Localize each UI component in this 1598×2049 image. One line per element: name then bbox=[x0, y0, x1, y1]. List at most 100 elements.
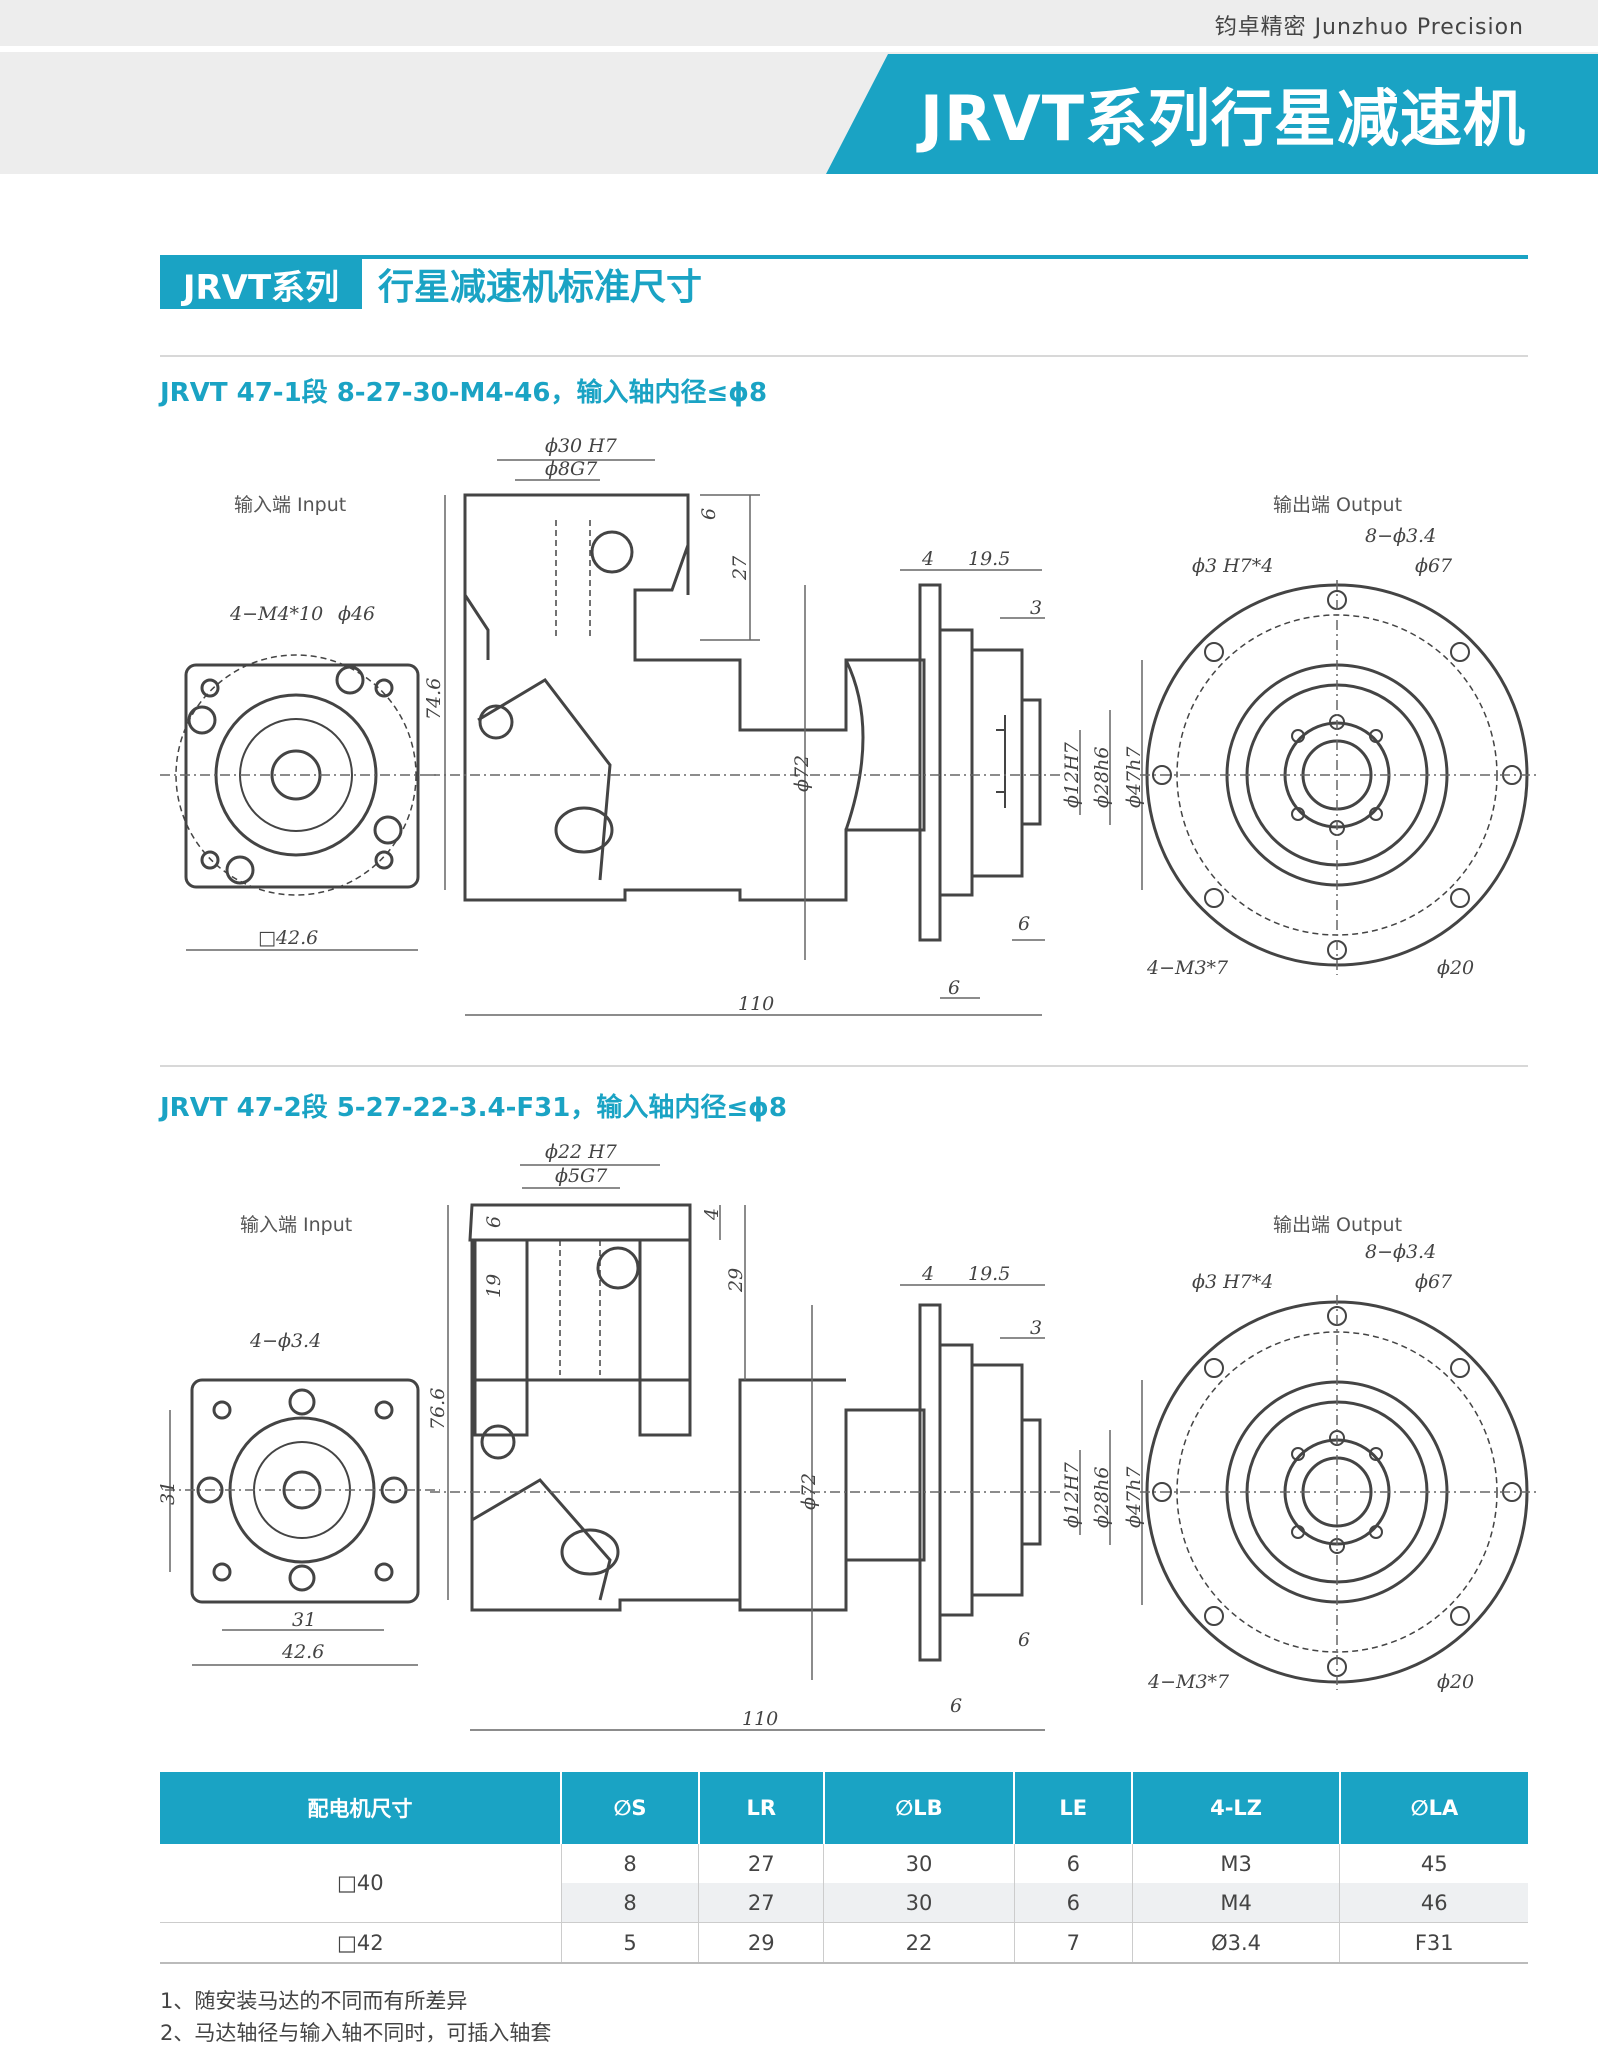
table-cell: 45 bbox=[1420, 1851, 1448, 1876]
spec-table: 配电机尺寸 ∅S LR ∅LB LE 4-LZ ∅LA □40 8 27 30 … bbox=[160, 1772, 1528, 1964]
d1-dim-sq: □42.6 bbox=[258, 927, 318, 949]
d2-dim-12: ϕ12H7 bbox=[1061, 1461, 1083, 1528]
table-cell: F31 bbox=[1339, 1922, 1528, 1964]
table-row: 8 27 30 6 M4 46 bbox=[160, 1883, 1528, 1923]
table-cell: 27 bbox=[698, 1844, 825, 1883]
d1-dim-46: ϕ46 bbox=[338, 603, 375, 625]
d1-dim-20: ϕ20 bbox=[1437, 957, 1474, 979]
d2-gearbox-body bbox=[470, 1240, 926, 1612]
table-cell: 30 bbox=[823, 1883, 1015, 1923]
table-cell: 8 bbox=[561, 1883, 700, 1923]
d1-dim-m3: 4−M3*7 bbox=[1146, 957, 1229, 979]
table-cell: 30 bbox=[823, 1844, 1015, 1883]
table-cell: 6 bbox=[1014, 1883, 1133, 1923]
d2-dim-m3: 4−M3*7 bbox=[1147, 1671, 1230, 1693]
d2-dim-3: 3 bbox=[1030, 1317, 1042, 1339]
d1-dim-28: ϕ28h6 bbox=[1091, 747, 1113, 808]
d1-dim-110: 110 bbox=[738, 993, 774, 1015]
d2-input-flange bbox=[190, 1378, 420, 1604]
d2-dim-3h7: ϕ3 H7*4 bbox=[1192, 1271, 1273, 1293]
table-cell: 22 bbox=[823, 1922, 1015, 1964]
d2-dim-8-34: 8−ϕ3.4 bbox=[1365, 1241, 1436, 1263]
d2-dim-6b: 6 bbox=[950, 1695, 962, 1717]
d2-dim-22h7: ϕ22 H7 bbox=[545, 1141, 618, 1163]
d2-dim-110: 110 bbox=[742, 1708, 778, 1730]
d2-dim-34: 4−ϕ3.4 bbox=[249, 1330, 321, 1352]
d2-dim-5g7: ϕ5G7 bbox=[555, 1165, 608, 1187]
drawing2-subtitle: JRVT 47-2段 5-27-22-3.4-F31，输入轴内径≤ϕ8 bbox=[160, 1093, 787, 1123]
d1-dim-30h7: ϕ30 H7 bbox=[545, 435, 618, 457]
d1-dim-27: 27 bbox=[729, 555, 751, 581]
d2-dim-20: ϕ20 bbox=[1437, 1671, 1474, 1693]
header-le: LE bbox=[1014, 1772, 1134, 1844]
d1-dim-6: 6 bbox=[698, 508, 720, 520]
section-title: 行星减速机标准尺寸 bbox=[378, 267, 703, 308]
table-cell: 46 bbox=[1339, 1883, 1528, 1923]
d2-dim-4: 4 bbox=[701, 1208, 723, 1221]
top-bar bbox=[0, 0, 1598, 46]
table-cell: M3 bbox=[1132, 1844, 1341, 1883]
drawing1-input-label: 输入端 Input bbox=[234, 494, 347, 516]
d2-dim-31v: 31 bbox=[157, 1481, 179, 1505]
table-header-row: 配电机尺寸 ∅S LR ∅LB LE 4-LZ ∅LA bbox=[160, 1772, 1528, 1844]
header-lr: LR bbox=[698, 1772, 825, 1844]
drawing1-technical-drawing: ϕ30 H7 ϕ8G7 6 27 74.6 4−M4*10 ϕ46 □42.6 … bbox=[160, 435, 1540, 1016]
d2-dim-76-6: 76.6 bbox=[427, 1388, 449, 1430]
divider bbox=[160, 1065, 1528, 1067]
d2-dim-67: ϕ67 bbox=[1415, 1271, 1453, 1293]
header-s: ∅S bbox=[561, 1772, 700, 1844]
drawing2-technical-drawing: ϕ22 H7 ϕ5G7 6 4 19 29 76.6 4−ϕ3.4 31 31 … bbox=[157, 1141, 1540, 1731]
table-cell: 27 bbox=[698, 1883, 825, 1923]
d1-dim-47: ϕ47h7 bbox=[1123, 746, 1145, 808]
d1-dim-67: ϕ67 bbox=[1415, 555, 1453, 577]
d2-dim-72: ϕ72 bbox=[798, 1473, 820, 1510]
table-row: □40 8 27 30 6 M3 45 bbox=[160, 1844, 1528, 1923]
d1-dim-19-5: 19.5 bbox=[968, 548, 1010, 570]
divider bbox=[160, 355, 1528, 357]
note-1: 1、随安装马达的不同而有所差异 bbox=[160, 1989, 468, 2013]
motor-size-cell: □40 bbox=[160, 1844, 562, 1923]
motor-size-cell: □42 bbox=[160, 1922, 562, 1964]
drawing1-output-label: 输出端 Output bbox=[1273, 494, 1403, 516]
table-cell: 8 bbox=[561, 1844, 700, 1883]
d1-dim-3h7: ϕ3 H7*4 bbox=[1192, 555, 1273, 577]
d1-dim-74-6: 74.6 bbox=[423, 678, 445, 720]
table-cell: Ø3.4 bbox=[1132, 1922, 1341, 1964]
d2-dim-29: 29 bbox=[725, 1268, 747, 1293]
d2-dim-6a: 6 bbox=[1018, 1629, 1030, 1651]
section-series-label: JRVT系列 bbox=[160, 259, 362, 309]
table-cell: 7 bbox=[1014, 1922, 1133, 1964]
d2-dim-47: ϕ47h7 bbox=[1123, 1466, 1145, 1528]
d1-dim-6a: 6 bbox=[1018, 913, 1030, 935]
table-cell: M4 bbox=[1132, 1883, 1341, 1923]
banner-title: JRVT系列行星减速机 bbox=[919, 82, 1526, 155]
d2-dim-4b: 4 bbox=[921, 1263, 934, 1285]
header-lb: ∅LB bbox=[823, 1772, 1016, 1844]
drawing1-subtitle: JRVT 47-1段 8-27-30-M4-46，输入轴内径≤ϕ8 bbox=[160, 378, 768, 408]
d2-dim-31h: 31 bbox=[292, 1609, 316, 1631]
d2-dim-19-5: 19.5 bbox=[968, 1263, 1010, 1285]
table-cell: 5 bbox=[561, 1922, 700, 1964]
d1-dim-4: 4 bbox=[921, 548, 934, 570]
d1-dim-6b: 6 bbox=[948, 977, 960, 999]
d1-dim-m4: 4−M4*10 bbox=[229, 603, 323, 625]
d1-dim-72: ϕ72 bbox=[791, 755, 813, 792]
table-cell: 29 bbox=[698, 1922, 825, 1964]
brand-name: 钧卓精密 Junzhuo Precision bbox=[1214, 15, 1524, 40]
drawing2-output-label: 输出端 Output bbox=[1273, 1214, 1403, 1236]
d2-dim-19: 19 bbox=[483, 1274, 505, 1298]
d2-dim-sq: 42.6 bbox=[281, 1641, 324, 1663]
section-rule bbox=[160, 255, 1528, 259]
banner-accent bbox=[826, 54, 1598, 174]
d1-dim-12: ϕ12H7 bbox=[1061, 741, 1083, 808]
d1-dim-3: 3 bbox=[1030, 597, 1042, 619]
header-motor-size: 配电机尺寸 bbox=[160, 1772, 563, 1844]
table-row: □42 5 29 22 7 Ø3.4 F31 bbox=[160, 1922, 1528, 1964]
d2-dim-28: ϕ28h6 bbox=[1091, 1467, 1113, 1528]
table-cell: 6 bbox=[1014, 1844, 1133, 1883]
d1-dim-8-34: 8−ϕ3.4 bbox=[1365, 525, 1436, 547]
d1-gearbox-body bbox=[463, 493, 926, 902]
header-la: ∅LA bbox=[1339, 1772, 1528, 1844]
header-lz: 4-LZ bbox=[1132, 1772, 1341, 1844]
note-2: 2、马达轴径与输入轴不同时，可插入轴套 bbox=[160, 2021, 552, 2045]
